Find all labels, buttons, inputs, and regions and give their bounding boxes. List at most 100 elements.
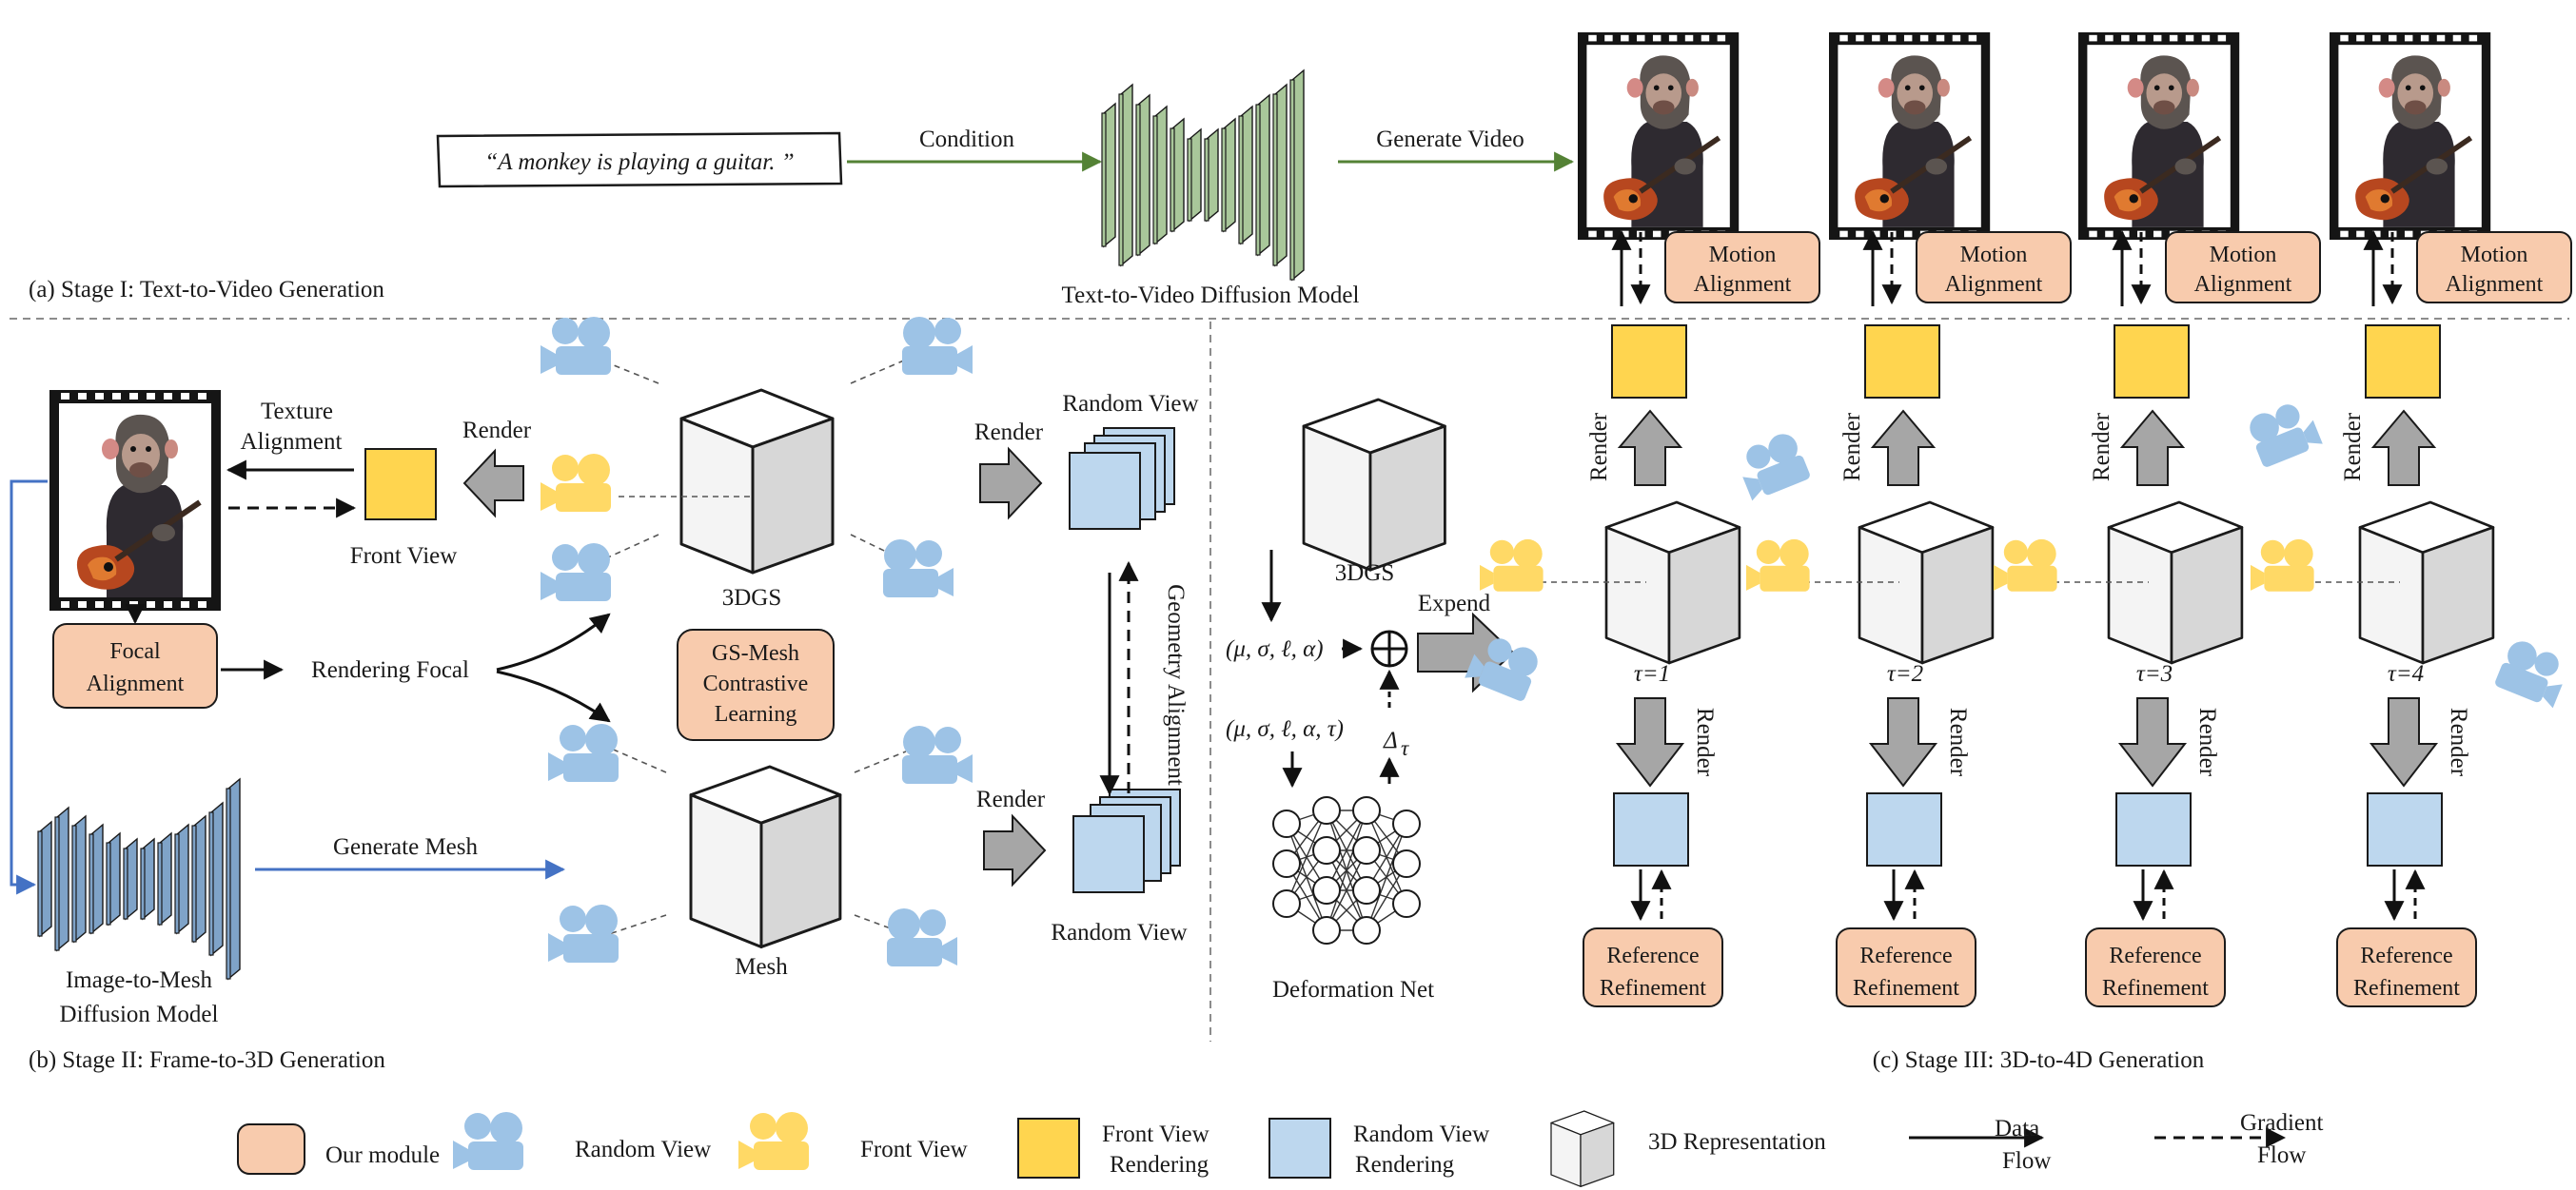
stage1-caption: (a) Stage I: Text-to-Video Generation: [29, 277, 384, 302]
reference-refinement-line2: Refinement: [2102, 976, 2209, 1001]
front-camera-icon: [1994, 538, 2057, 592]
video-frame-image: [2330, 32, 2490, 240]
texture-alignment-label-2: Alignment: [241, 429, 343, 455]
3dgs-cube-icon: [599, 359, 907, 575]
legend: Our module Random View Front View Front …: [237, 1110, 2324, 1187]
camera-icon: [902, 317, 973, 375]
render-down-label: Render: [2446, 708, 2471, 777]
render-down-arrow: [1615, 697, 1685, 788]
random-view-stack-top: [1069, 427, 1175, 530]
legend-front-render-2: Rendering: [1110, 1152, 1209, 1178]
camera-icon: [548, 905, 619, 963]
camera-icon: [1733, 429, 1812, 502]
random-view-render-square: [1866, 792, 1942, 867]
i2m-label-2: Diffusion Model: [60, 1002, 219, 1027]
camera-icon: [2493, 636, 2572, 710]
motion-alignment-line2: Alignment: [2446, 272, 2544, 297]
tau-label: τ=1: [1634, 661, 1670, 687]
front-view-render-square: [2365, 324, 2441, 399]
video-frame-image: [1829, 32, 1990, 240]
reference-refinement-line2: Refinement: [2353, 976, 2460, 1001]
camera-icon: [2244, 396, 2324, 469]
3dgs-label: 3DGS: [722, 585, 782, 611]
random-view-bottom-label: Random View: [1051, 920, 1187, 946]
legend-grad-1: Gradient: [2240, 1110, 2324, 1136]
deformation-net-label: Deformation Net: [1272, 977, 1434, 1003]
rendering-focal-label: Rendering Focal: [311, 657, 469, 683]
render-up-label: Render: [1839, 412, 1865, 481]
motion-alignment-line2: Alignment: [1694, 272, 1792, 297]
front-view-render-square: [1864, 324, 1940, 399]
expend-label: Expend: [1418, 591, 1491, 616]
reference-refinement-line2: Refinement: [1853, 976, 1959, 1001]
camera-icon: [548, 724, 619, 782]
camera-icon: [883, 539, 954, 597]
random-view-stack-bottom: [1072, 789, 1181, 893]
render-front-label: Render: [462, 418, 532, 443]
legend-random-camera-icon: [453, 1112, 523, 1170]
render-up-label: Render: [1586, 412, 1612, 481]
render-down-label: Render: [1945, 708, 1971, 777]
video-frame-image: [1578, 32, 1739, 240]
render-up-arrow: [2119, 409, 2186, 486]
stage3-3dgs-label: 3DGS: [1335, 560, 1395, 586]
render-down-label: Render: [2194, 708, 2220, 777]
focal-alignment-module: Focal Alignment: [52, 623, 218, 709]
stage2-caption: (b) Stage II: Frame-to-3D Generation: [29, 1047, 385, 1073]
legend-data-2: Flow: [2002, 1148, 2051, 1174]
render-down-arrow: [2117, 697, 2188, 788]
random-view-render-square: [2367, 792, 2443, 867]
front-camera-icon: [1746, 538, 1810, 592]
front-view-render-square: [2114, 324, 2190, 399]
camera-icon: [541, 317, 611, 375]
t2v-model-label: Text-to-Video Diffusion Model: [1062, 283, 1360, 308]
render-3dgs-arrow: [979, 446, 1043, 520]
legend-data-1: Data: [1995, 1116, 2039, 1141]
delta-subscript: τ: [1401, 736, 1409, 760]
legend-random-render-1: Random View: [1353, 1122, 1489, 1147]
deformation-net-icon: [1272, 796, 1421, 945]
focal-alignment-line1: Focal: [109, 639, 161, 664]
text-to-video-unet-icon: [1101, 68, 1305, 282]
focal-alignment-line2: Alignment: [87, 672, 185, 696]
render-front-arrow: [462, 448, 524, 518]
prompt-text: “A monkey is playing a guitar. ”: [484, 149, 794, 175]
render-up-arrow: [1870, 409, 1937, 486]
motion-alignment-line1: Motion: [1960, 243, 2028, 267]
stage3-3dgs-cube-icon: [1302, 398, 1446, 572]
gs-mesh-contrastive-module: GS-Mesh Contrastive Learning: [677, 629, 835, 741]
render-3dgs-label: Render: [974, 419, 1044, 445]
legend-front-render-swatch: [1017, 1118, 1080, 1179]
focal-to-3dgs-arrow: [496, 613, 611, 672]
front-camera-icon: [541, 454, 611, 512]
motion-alignment-line1: Motion: [2461, 243, 2528, 267]
legend-front-view: Front View: [860, 1137, 968, 1162]
text-prompt-box: “A monkey is playing a guitar. ”: [436, 131, 843, 188]
render-up-arrow: [1617, 409, 1683, 486]
front-camera-icon: [2251, 538, 2314, 592]
legend-random-render-swatch: [1268, 1118, 1331, 1179]
render-up-arrow: [2370, 409, 2437, 486]
render-down-arrow: [2369, 697, 2439, 788]
render-up-label: Render: [2089, 412, 2114, 481]
front-view-render-square: [364, 448, 437, 520]
motion-alignment-line2: Alignment: [2194, 272, 2292, 297]
tau-label: τ=4: [2388, 661, 2424, 687]
frame-to-mesh-model-arrow: [10, 479, 48, 895]
mesh-label: Mesh: [735, 954, 788, 980]
front-camera-icon: [1480, 538, 1544, 592]
legend-module-swatch: [237, 1123, 305, 1175]
i2m-label-1: Image-to-Mesh: [66, 967, 213, 993]
legend-grad-2: Flow: [2257, 1142, 2306, 1168]
image-to-mesh-unet-icon: [37, 777, 241, 981]
generate-video-label: Generate Video: [1376, 127, 1524, 152]
tau-label: τ=3: [2136, 661, 2173, 687]
input-frame-image: [49, 390, 221, 611]
gs-mesh-line3: Learning: [715, 702, 797, 727]
